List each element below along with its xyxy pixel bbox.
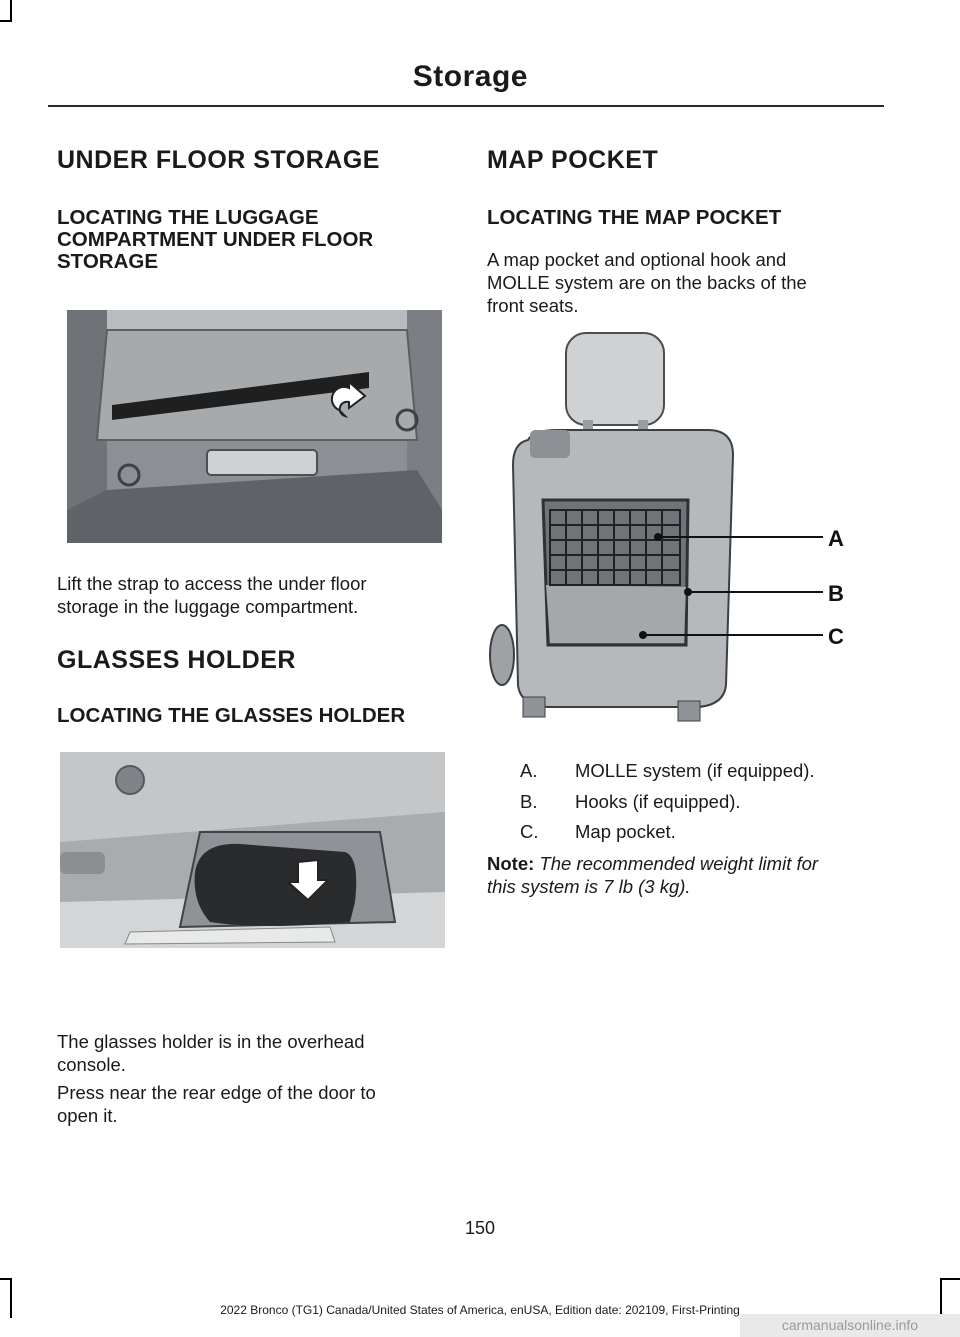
- crop-mark: [10, 1278, 12, 1318]
- paragraph-line: front seats.: [487, 295, 579, 316]
- seat-back-illustration: A B C: [489, 332, 844, 722]
- paragraph-line: console.: [57, 1054, 126, 1075]
- list-item-text: MOLLE system (if equipped).: [575, 760, 815, 781]
- subheading-line: LOCATING THE LUGGAGE: [57, 206, 319, 229]
- crop-mark: [940, 1278, 942, 1318]
- subheading-line: STORAGE: [57, 250, 158, 273]
- crop-mark: [940, 1278, 960, 1280]
- paragraph-map-pocket-location: A map pocket and optional hook and MOLLE…: [487, 248, 807, 317]
- crop-mark: [10, 0, 12, 22]
- header-divider: [48, 105, 884, 107]
- callout-label-a: A: [828, 526, 844, 551]
- paragraph-line: Press near the rear edge of the door to: [57, 1082, 376, 1103]
- section-heading-map-pocket: MAP POCKET: [487, 146, 659, 174]
- paragraph-line: Lift the strap to access the under floor: [57, 573, 367, 594]
- subheading-line: COMPARTMENT UNDER FLOOR: [57, 228, 374, 251]
- paragraph-line: The glasses holder is in the overhead: [57, 1031, 365, 1052]
- page-header-title: Storage: [412, 60, 528, 93]
- molle-grid: [549, 509, 681, 586]
- paragraph-line: open it.: [57, 1105, 118, 1126]
- footer-edition-info: 2022 Bronco (TG1) Canada/United States o…: [220, 1303, 740, 1317]
- list-item-letter: A.: [520, 760, 538, 781]
- subheading-locating-map-pocket: LOCATING THE MAP POCKET: [487, 206, 782, 229]
- callout-label-c: C: [828, 624, 844, 649]
- paragraph-line: A map pocket and optional hook and: [487, 249, 787, 270]
- paragraph-line: MOLLE system are on the backs of the: [487, 272, 807, 293]
- subheading-locating-luggage-storage: LOCATING THE LUGGAGE COMPARTMENT UNDER F…: [57, 207, 373, 273]
- note-label: Note:: [487, 853, 535, 874]
- paragraph-lift-strap: Lift the strap to access the under floor…: [57, 572, 367, 618]
- crop-mark: [0, 20, 12, 22]
- section-heading-glasses-holder: GLASSES HOLDER: [57, 646, 296, 674]
- note-text: The recommended weight limit for: [539, 853, 819, 874]
- luggage-compartment-illustration: [67, 310, 442, 543]
- crop-mark: [0, 1278, 12, 1280]
- list-item-text: Map pocket.: [575, 821, 676, 842]
- list-item-text: Hooks (if equipped).: [575, 791, 741, 812]
- section-heading-under-floor-storage: UNDER FLOOR STORAGE: [57, 146, 380, 174]
- paragraph-line: storage in the luggage compartment.: [57, 596, 359, 617]
- glasses-holder-illustration: [60, 752, 445, 948]
- weight-limit-note: Note: The recommended weight limit for t…: [487, 852, 887, 898]
- note-text: this system is 7 lb (3 kg).: [487, 876, 691, 897]
- page-number: 150: [464, 1218, 496, 1238]
- list-item-letter: C.: [520, 821, 539, 842]
- paragraph-press-rear-edge: Press near the rear edge of the door to …: [57, 1081, 376, 1127]
- paragraph-glasses-location: The glasses holder is in the overhead co…: [57, 1030, 365, 1076]
- callout-label-b: B: [828, 581, 844, 606]
- list-item-letter: B.: [520, 791, 538, 812]
- subheading-locating-glasses-holder: LOCATING THE GLASSES HOLDER: [57, 704, 406, 727]
- watermark: carmanualsonline.info: [740, 1314, 960, 1337]
